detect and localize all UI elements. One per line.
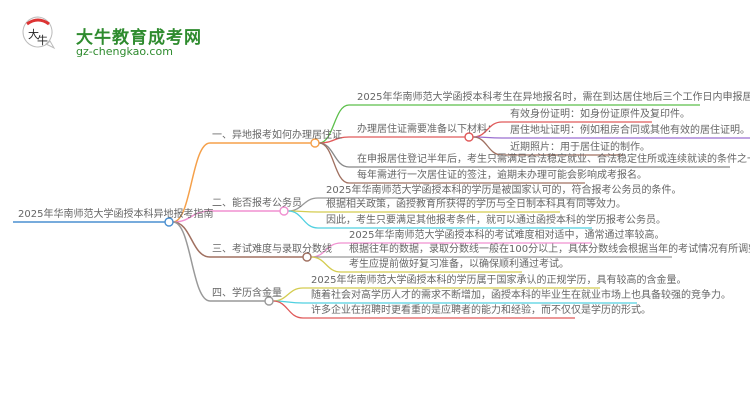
leaf-topic: 根据相关政策，函授教育所获得的学历与全日制本科具有同等效力。 [326, 199, 626, 210]
branch-topic: 四、学历含金量 [212, 288, 282, 299]
connector-line [272, 300, 575, 319]
connector-line [310, 256, 522, 273]
leaf-topic: 每年需进行一次居住证的签注，逾期未办理可能会影响成考报名。 [357, 170, 647, 181]
leaf-topic: 随着社会对高学历人才的需求不断增加，函授本科的毕业生在就业市场上也具备较强的竞争… [311, 290, 731, 301]
connector-line [172, 221, 303, 258]
node-collapse-toggle[interactable] [279, 206, 289, 216]
node-collapse-toggle[interactable] [164, 217, 174, 227]
leaf-topic: 2025年华南师范大学函授本科考生在异地报名时，需在到达居住地后三个工作日内申报… [357, 92, 750, 103]
branch-topic: 三、考试难度与录取分数线 [212, 244, 332, 255]
svg-text:牛: 牛 [37, 33, 48, 47]
connector-line [318, 136, 465, 144]
leaf-topic: 在申报居住登记半年后，考生只需满足合法稳定就业、合法稳定住所或连续就读的条件之一… [357, 154, 750, 165]
leaf-topic: 因此，考生只要满足其他报考条件，就可以通过函授本科的学历报考公务员。 [326, 215, 666, 226]
sub-leaf-topic: 有效身份证明：如身份证原件及复印件。 [510, 109, 690, 120]
logo-title: 大牛教育成考网 [76, 28, 202, 48]
node-collapse-toggle[interactable] [464, 132, 474, 142]
connector-line [472, 136, 623, 156]
leaf-topic: 办理居住证需要准备以下材料： [357, 124, 497, 135]
leaf-topic: 2025年华南师范大学函授本科的学历属于国家承认的正规学历，具有较高的含金量。 [311, 275, 687, 286]
leaf-topic: 2025年华南师范大学函授本科的学历是被国家认可的，符合报考公务员的条件。 [326, 185, 682, 196]
logo-mark-icon: 大牛 [22, 16, 56, 50]
sub-leaf-topic: 近期照片：用于居住证的制作。 [510, 142, 650, 153]
connector-line [318, 104, 700, 144]
leaf-topic: 2025年华南师范大学函授本科的考试难度相对适中，通常通过率较高。 [349, 230, 665, 241]
root-topic: 2025年华南师范大学函授本科异地报考指南 [18, 209, 214, 220]
branch-topic: 一、异地报考如何办理居住证 [212, 130, 342, 141]
leaf-topic: 根据往年的数据，录取分数线一般在100分以上，具体分数线会根据当年的考试情况有所… [349, 244, 750, 255]
connector-line [287, 210, 592, 229]
connector-line [172, 221, 265, 302]
branch-topic: 二、能否报考公务员 [212, 198, 302, 209]
node-collapse-toggle[interactable] [264, 296, 274, 306]
logo-url: gz-chengkao.com [76, 45, 173, 58]
connector-line [472, 136, 750, 139]
connector-line [172, 142, 311, 223]
node-collapse-toggle[interactable] [310, 138, 320, 148]
leaf-topic: 许多企业在招聘时更看重的是应聘者的能力和经验，而不仅仅是学历的形式。 [311, 305, 651, 316]
connector-line [318, 142, 585, 184]
sub-leaf-topic: 居住地址证明：例如租房合同或其他有效的居住证明。 [510, 125, 750, 136]
node-collapse-toggle[interactable] [302, 252, 312, 262]
connector-line [287, 210, 560, 213]
svg-text:大: 大 [28, 27, 39, 41]
leaf-topic: 考生应提前做好复习准备，以确保顺利通过考试。 [349, 259, 569, 270]
connector-line [172, 210, 280, 223]
